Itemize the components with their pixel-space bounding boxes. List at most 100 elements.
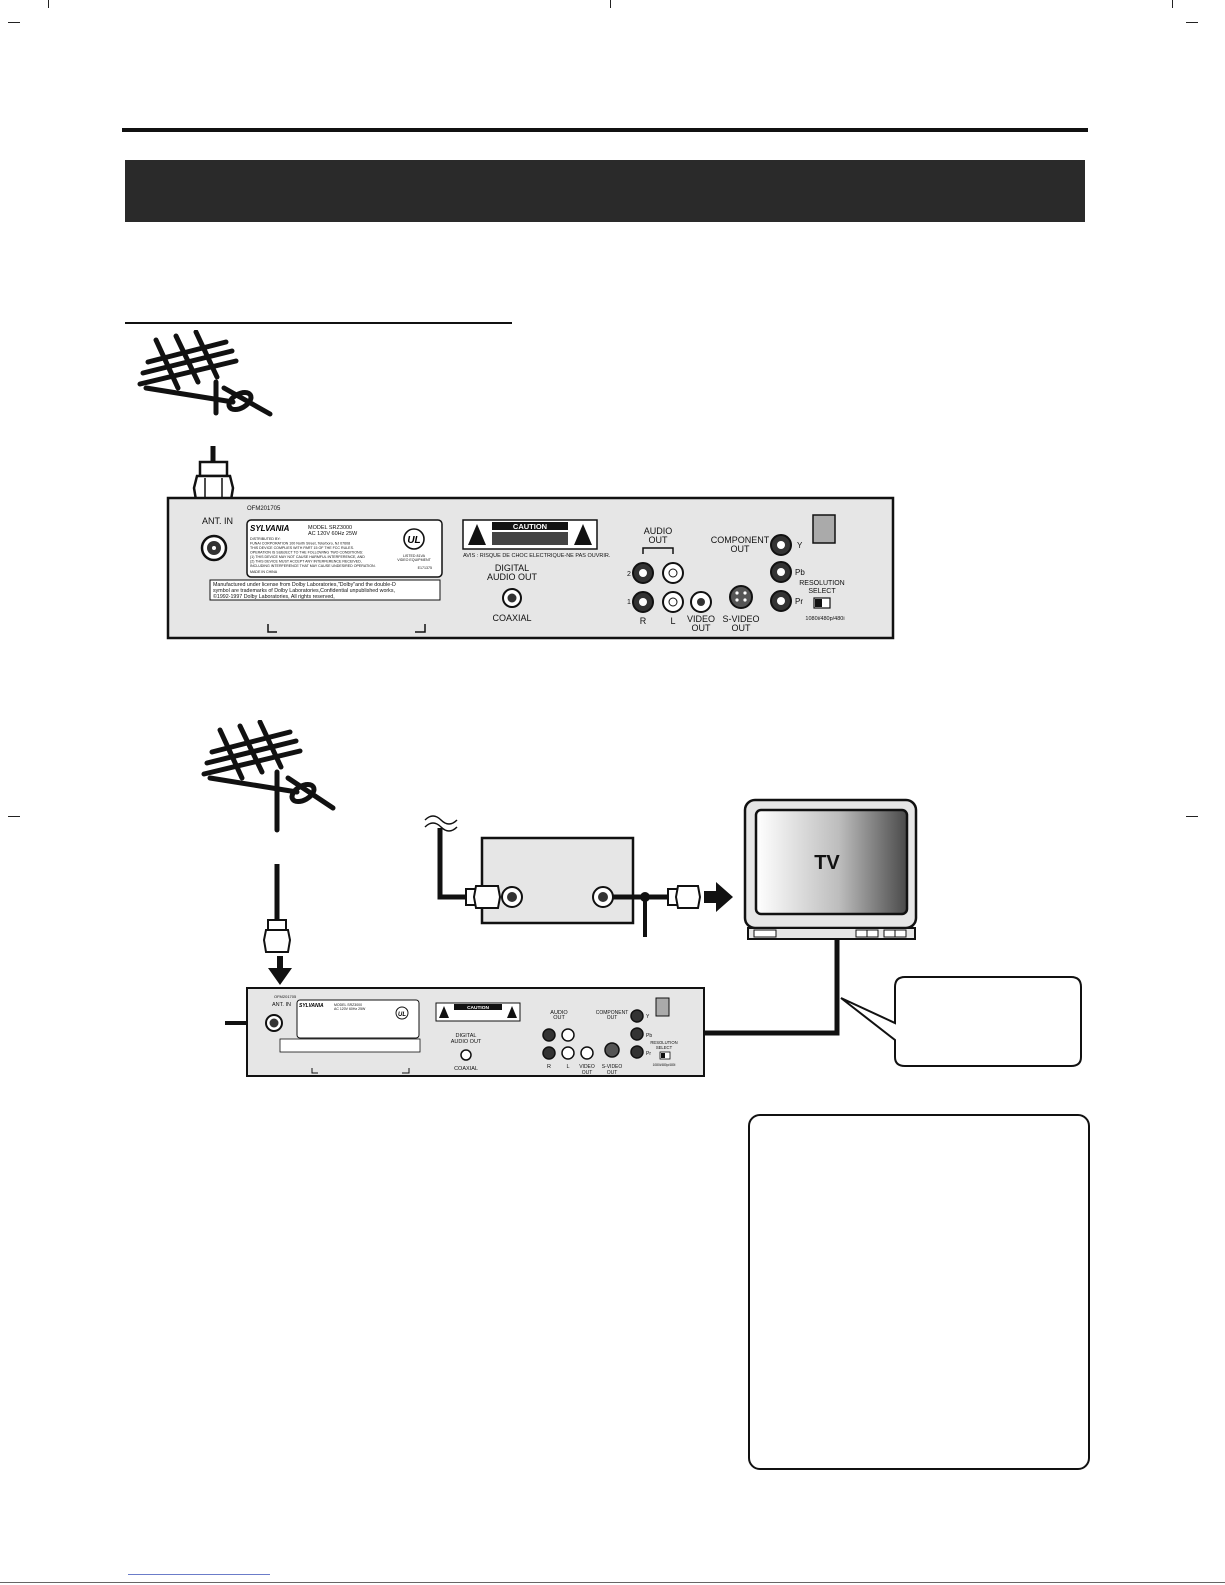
crop-mark: [1186, 816, 1198, 817]
tv-connection-cable: [703, 939, 840, 1036]
arrow-right-icon: [704, 882, 733, 912]
distributor-line: INCLUDING INTERFERENCE THAT MAY CAUSE UN…: [250, 564, 376, 568]
crop-mark: [1172, 0, 1173, 8]
audio-jack-1r[interactable]: [632, 591, 654, 613]
svg-text:VIDEO EQUIPMENT: VIDEO EQUIPMENT: [397, 558, 431, 562]
distributor-line: MADE IN CHINA: [250, 570, 278, 574]
subsection-underline: [125, 322, 512, 324]
svg-text:COMPONENT: COMPONENT: [596, 1010, 629, 1016]
ant-in-jack[interactable]: [200, 534, 228, 562]
crop-mark: [48, 0, 49, 8]
caution-label: CAUTION: [462, 519, 598, 550]
svg-text:ANT. IN: ANT. IN: [272, 1002, 291, 1008]
svg-text:COAXIAL: COAXIAL: [454, 1066, 478, 1072]
note-box: [748, 1114, 1090, 1470]
svg-text:OUT: OUT: [607, 1070, 618, 1076]
cable-box-input-jack[interactable]: [501, 886, 523, 908]
distributor-line: (2) THIS DEVICE MUST ACCEPT ANY INTERFER…: [250, 560, 362, 564]
crop-mark: [610, 0, 611, 8]
tv-icon: TV: [743, 798, 918, 940]
brand-logo: SYLVANIA: [250, 524, 290, 533]
svg-text:S-VIDEO: S-VIDEO: [602, 1064, 623, 1070]
cable-line: [437, 828, 466, 900]
audio-out-label: AUDIO OUT: [487, 572, 538, 582]
rear-panel-small: OFM201705 ANT. IN SYLVANIA MODEL SRZ3000…: [246, 987, 705, 1077]
svg-text:SELECT: SELECT: [656, 1045, 673, 1050]
coax-connector-icon: [667, 885, 702, 909]
r-label: R: [640, 616, 647, 626]
s-video-out-jack[interactable]: [729, 585, 753, 609]
audio-jack-2l[interactable]: [662, 562, 684, 584]
crop-mark: [1186, 22, 1198, 23]
model-text: MODEL SRZ3000: [308, 525, 352, 531]
channel-2-label: 2: [627, 571, 631, 578]
svg-text:Pr: Pr: [646, 1051, 651, 1057]
video-out-label: OUT: [692, 623, 712, 633]
svg-text:AUDIO: AUDIO: [550, 1010, 568, 1016]
channel-1-label: 1: [627, 599, 631, 606]
component-label: COMPONENT: [711, 535, 770, 545]
svg-text:RESOLUTION: RESOLUTION: [650, 1040, 677, 1045]
power-text: AC 120V 60Hz 25W: [308, 531, 358, 537]
cable-box-output-jack[interactable]: [592, 886, 614, 908]
crop-mark: [8, 22, 20, 23]
svg-text:L: L: [566, 1064, 569, 1070]
audio-out-sub-label: OUT: [649, 535, 669, 545]
arrow-down-icon: [268, 956, 292, 985]
ant-in-label: ANT. IN: [202, 516, 233, 526]
component-pr-jack[interactable]: [770, 590, 792, 612]
coaxial-label: COAXIAL: [492, 613, 531, 623]
distributor-line: FUNAI CORPORATION 100 North Street, Tete…: [250, 542, 350, 546]
coaxial-jack[interactable]: [502, 588, 522, 608]
svg-text:CAUTION: CAUTION: [467, 1005, 489, 1011]
coax-connector-icon: [262, 919, 292, 953]
video-out-jack[interactable]: [690, 591, 712, 613]
l-label: L: [670, 616, 675, 626]
tv-label: TV: [814, 852, 840, 874]
antenna-icon: [137, 330, 273, 417]
bracket-mark: [267, 624, 426, 633]
antenna-cable-box-tv-diagram: TV OFM201705 ANT. IN SYLVANIA MODEL SRZ3…: [201, 720, 1082, 1077]
pr-label: Pr: [795, 597, 803, 606]
dolby-line: Manufactured under license from Dolby La…: [213, 582, 396, 588]
distributor-line: THIS DEVICE COMPLIES WITH PART 15 OF THE…: [250, 546, 354, 550]
serial-label: OFM201705: [247, 506, 281, 512]
distributor-line: DISTRIBUTED BY:: [250, 537, 281, 541]
component-pb-jack[interactable]: [770, 561, 792, 583]
svg-text:OUT: OUT: [607, 1015, 618, 1021]
svg-text:UL: UL: [398, 1012, 406, 1018]
component-out-label: OUT: [731, 544, 751, 554]
s-video-out-label: OUT: [732, 623, 752, 633]
digital-label: DIGITAL: [495, 563, 529, 573]
svg-text:1080i/480p/480i: 1080i/480p/480i: [653, 1063, 676, 1067]
resolution-select-switch[interactable]: [813, 597, 831, 609]
cable-box: [480, 836, 635, 925]
svg-text:Pb: Pb: [646, 1033, 652, 1039]
s-video-label: S-VIDEO: [722, 614, 759, 624]
antenna-connection-diagram: OFM201705 ANT. IN SYLVANIA MODEL SRZ3000…: [137, 330, 895, 640]
select-label: SELECT: [808, 588, 836, 595]
svg-text:LISTED 81VA: LISTED 81VA: [403, 554, 426, 558]
y-label: Y: [797, 541, 803, 550]
svg-text:MODEL SRZ3000: MODEL SRZ3000: [334, 1003, 362, 1007]
svg-text:E171375: E171375: [418, 566, 432, 570]
svg-text:R: R: [547, 1064, 551, 1070]
dolby-line: ©1992-1997 Dolby Laboratories, All right…: [213, 593, 335, 600]
distributor-line: OPERATION IS SUBJECT TO THE FOLLOWING TW…: [250, 551, 363, 555]
callout-box: [840, 976, 1082, 1067]
ant-in-jack[interactable]: [265, 1014, 283, 1032]
svg-text:OUT: OUT: [582, 1070, 593, 1076]
coax-connector-icon: [465, 885, 502, 909]
footer-link-underline: [128, 1574, 270, 1575]
audio-jack-2r[interactable]: [632, 562, 654, 584]
resolution-modes-label: 1080i/480p/480i: [805, 616, 844, 622]
cable-wavy-icon: [424, 822, 458, 832]
component-y-jack[interactable]: [770, 534, 792, 556]
svg-text:AC 120V 60Hz 25W: AC 120V 60Hz 25W: [334, 1007, 366, 1011]
panel-sticker: [812, 514, 836, 544]
svg-text:UL: UL: [407, 535, 420, 546]
svg-text:OFM201705: OFM201705: [274, 994, 297, 999]
crop-mark: [8, 816, 20, 817]
audio-jack-1l[interactable]: [662, 591, 684, 613]
header-rule: [122, 128, 1088, 132]
